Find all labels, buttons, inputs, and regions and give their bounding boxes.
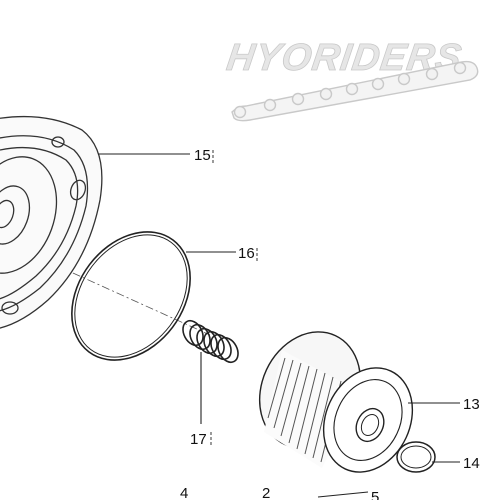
hyoriders-watermark: HYORIDERS xyxy=(224,36,479,122)
callout-5: 5 xyxy=(371,489,379,500)
watermark-text: HYORIDERS xyxy=(224,36,465,79)
oil-filter-part xyxy=(258,331,414,473)
large-o-ring-part xyxy=(71,231,191,361)
callout-13: 13 xyxy=(463,396,480,413)
chain-graphic xyxy=(231,60,479,122)
callout-2: 2 xyxy=(262,485,270,500)
callout-4: 4 xyxy=(180,485,188,500)
small-o-ring-part xyxy=(396,441,436,473)
callout-16: 16 xyxy=(238,245,255,262)
filter-cover-part xyxy=(0,115,103,329)
callout-17: 17 xyxy=(190,431,207,448)
leader-lines xyxy=(98,153,460,463)
callout-14: 14 xyxy=(463,455,480,472)
leader-line-5 xyxy=(317,491,369,498)
callout-15: 15 xyxy=(194,147,211,164)
spring-part xyxy=(182,319,239,364)
callout-labels: 15 16 17 13 14 4 2 5 xyxy=(180,147,480,500)
